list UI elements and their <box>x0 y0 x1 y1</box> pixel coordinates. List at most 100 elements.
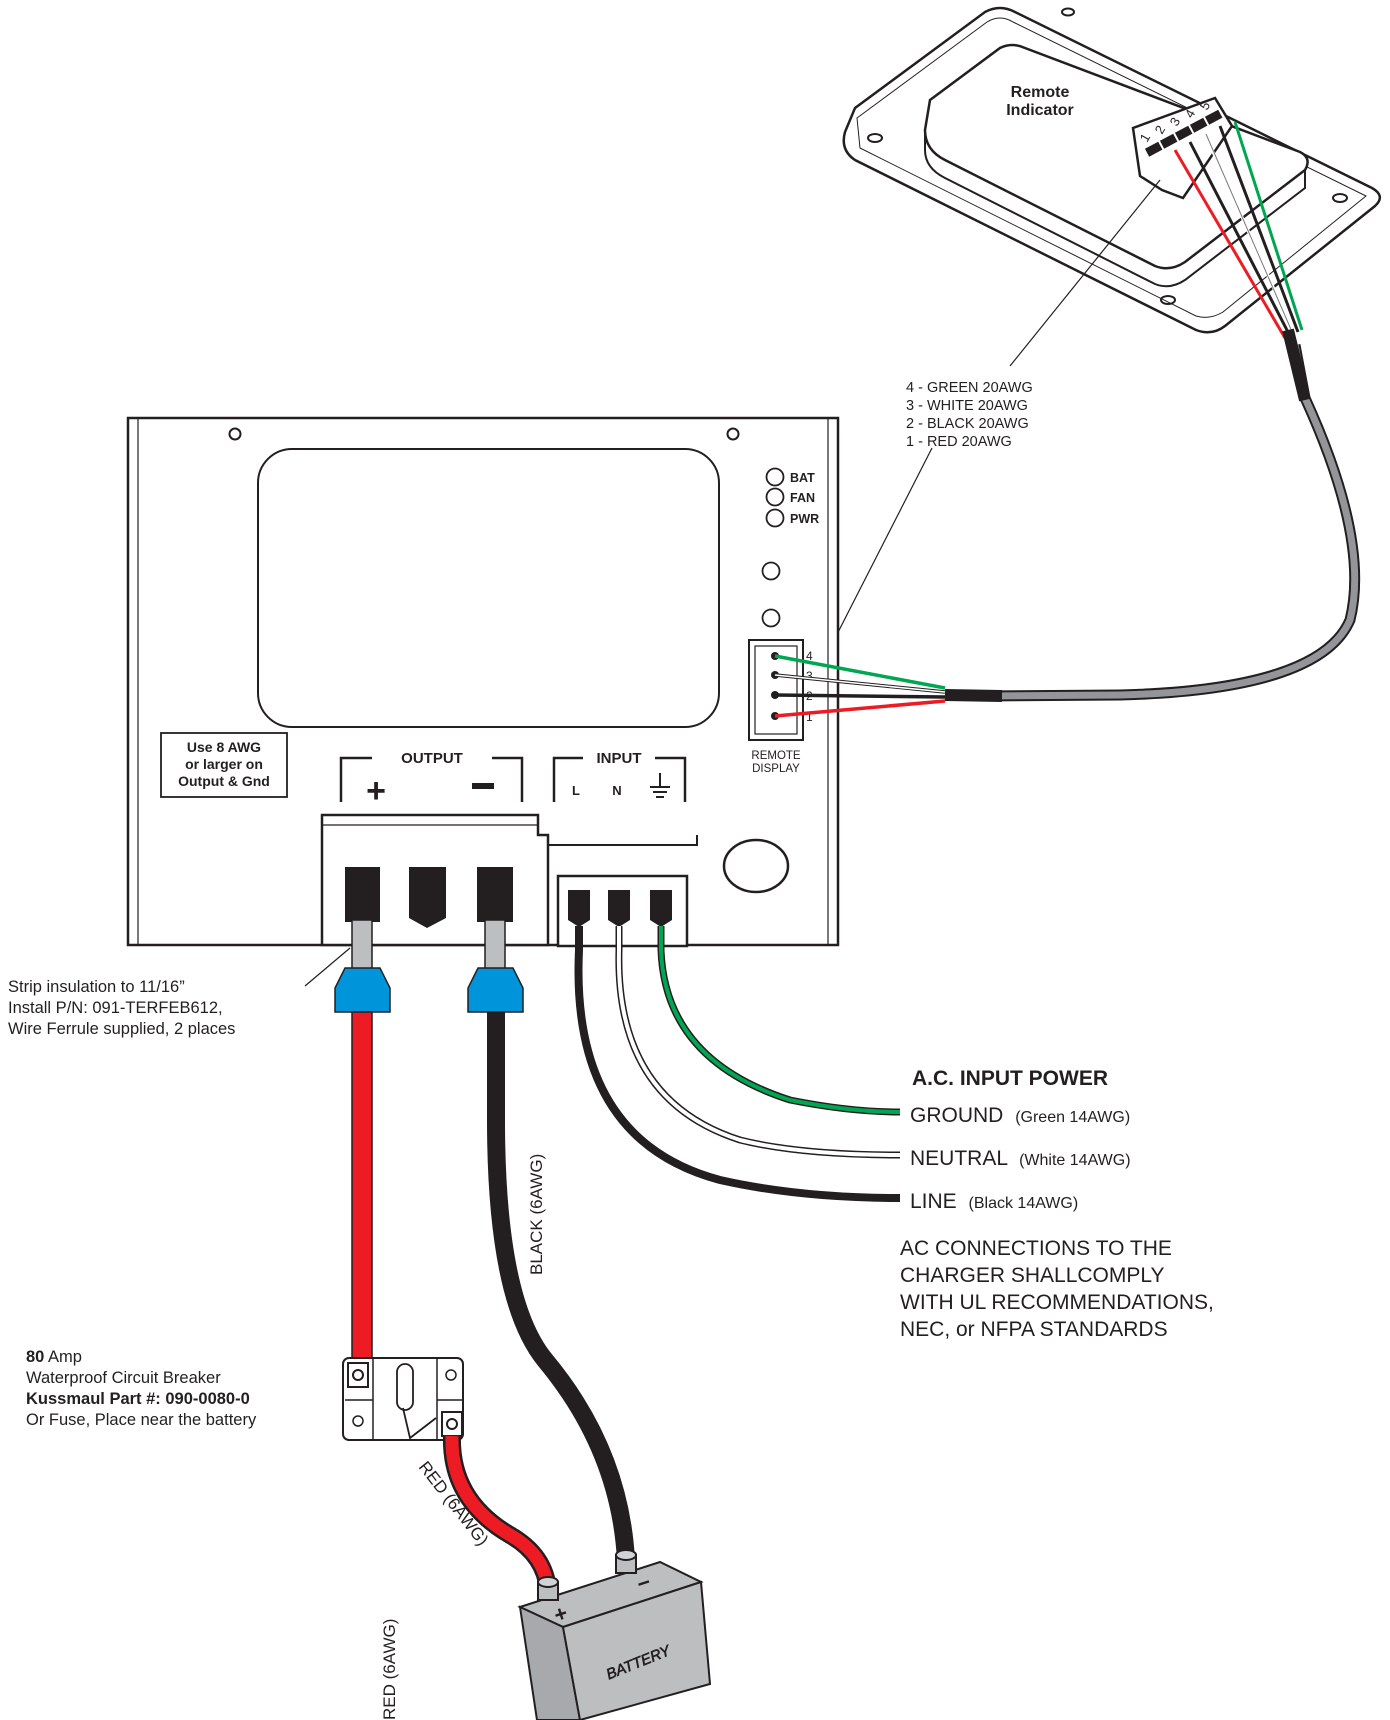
compliance-line: CHARGER SHALLCOMPLY <box>900 1264 1165 1287</box>
remote-indicator-wires <box>1173 121 1304 339</box>
led-indicator-icon <box>765 508 785 528</box>
compliance-line: AC CONNECTIONS TO THE <box>900 1237 1172 1260</box>
input-label: INPUT <box>597 750 642 767</box>
remote-pin-number: 4 <box>806 649 813 663</box>
wire-size-note: Use 8 AWG <box>187 739 261 755</box>
ground-wire <box>657 926 901 1116</box>
battery-front <box>518 1605 582 1720</box>
remote-display-label: REMOTE <box>751 750 801 762</box>
leader-line <box>829 447 933 649</box>
cable-sleeve <box>1282 328 1311 402</box>
breaker-part-number: Kussmaul Part #: 090-0080-0 <box>26 1390 250 1408</box>
black-wire-label: BLACK (6AWG) <box>527 1154 546 1275</box>
remote-display-label: DISPLAY <box>752 763 800 775</box>
ground-note: (Green 14AWG) <box>1015 1109 1130 1126</box>
cable-sleeve <box>944 689 1003 702</box>
remote-display-wires <box>774 654 946 718</box>
panel-hole <box>761 561 781 581</box>
line-note: (Black 14AWG) <box>969 1195 1079 1212</box>
wire-size-note-box <box>160 732 288 798</box>
black-negative-wire <box>487 1012 635 1561</box>
mounting-hole <box>867 133 883 143</box>
ferrule-note-line: Strip insulation to 11/16” <box>8 978 185 996</box>
red-wire-label: RED (6AWG) <box>380 1619 399 1720</box>
breaker-amp-unit: Amp <box>44 1348 82 1366</box>
remote-indicator-title: Indicator <box>1006 102 1074 119</box>
ferrule-note-line: Install P/N: 091-TERFEB612, <box>8 999 223 1017</box>
mounting-hole <box>1061 7 1075 17</box>
breaker-terminal <box>347 1362 369 1388</box>
output-bracket <box>339 756 524 802</box>
battery-side <box>561 1580 712 1720</box>
line-label: LINE (Black 14AWG) <box>910 1190 1078 1213</box>
led-label: BAT <box>790 471 815 485</box>
breaker-note-line: Waterproof Circuit Breaker <box>26 1369 221 1387</box>
knockout-hole <box>722 838 790 894</box>
remote-wire-line: 2 - BLACK 20AWG <box>906 416 1029 432</box>
compliance-line: WITH UL RECOMMENDATIONS, <box>900 1291 1214 1314</box>
breaker-note-line: Or Fuse, Place near the battery <box>26 1411 257 1429</box>
remote-wire-line: 1 - RED 20AWG <box>906 434 1012 450</box>
remote-indicator-connector <box>1131 96 1234 200</box>
status-leds: BAT FAN PWR <box>765 467 819 528</box>
ac-input-section: A.C. INPUT POWER GROUND (Green 14AWG) NE… <box>900 1067 1214 1341</box>
remote-display-connector: 4 3 2 1 <box>748 639 813 741</box>
wire-size-note: or larger on <box>185 756 263 772</box>
positive-ferrule <box>334 967 391 1013</box>
leader-line <box>304 947 351 987</box>
ground-label: GROUND (Green 14AWG) <box>910 1104 1130 1127</box>
ferrule-note: Strip insulation to 11/16” Install P/N: … <box>8 978 235 1038</box>
label-window <box>257 448 720 728</box>
output-wires <box>334 919 635 1561</box>
remote-pin-number: 3 <box>806 669 813 683</box>
ac-input-wires <box>574 926 901 1202</box>
neutral-label: NEUTRAL (White 14AWG) <box>910 1147 1131 1170</box>
remote-indicator: Remote Indicator 1 2 3 4 5 <box>842 6 1381 339</box>
compliance-line: NEC, or NFPA STANDARDS <box>900 1318 1168 1341</box>
neutral-note: (White 14AWG) <box>1019 1152 1130 1169</box>
leader-line <box>1009 179 1161 367</box>
led-label: PWR <box>790 512 819 526</box>
remote-pin-number: 1 <box>806 710 813 724</box>
ferrule-note-line: Wire Ferrule supplied, 2 places <box>8 1020 235 1038</box>
battery: + − BATTERY <box>517 1549 712 1720</box>
remote-indicator-title: Remote <box>1011 84 1070 101</box>
compliance-note: AC CONNECTIONS TO THE CHARGER SHALLCOMPL… <box>900 1237 1214 1341</box>
remote-wire-legend: 4 - GREEN 20AWG 3 - WHITE 20AWG 2 - BLAC… <box>906 380 1033 450</box>
ground-name: GROUND <box>910 1104 1003 1127</box>
connector-pins <box>1144 109 1223 157</box>
wire-size-note: Output & Gnd <box>178 773 270 789</box>
negative-ferrule-sleeve <box>484 919 506 973</box>
mounting-hole <box>228 427 242 441</box>
line-name: LINE <box>910 1190 957 1213</box>
line-wire <box>574 926 901 1202</box>
red-positive-wire <box>351 1011 373 1361</box>
ac-input-heading: A.C. INPUT POWER <box>912 1067 1108 1090</box>
input-line-label: L <box>572 783 580 798</box>
panel-hole <box>761 608 781 628</box>
circuit-breaker <box>342 1357 464 1441</box>
led-label: FAN <box>790 491 815 505</box>
positive-ferrule-sleeve <box>351 919 373 973</box>
led-indicator-icon <box>765 487 785 507</box>
neutral-name: NEUTRAL <box>910 1147 1007 1170</box>
mounting-hole <box>726 427 740 441</box>
breaker-terminal <box>441 1411 463 1437</box>
charger: BAT FAN PWR 4 3 2 1 REMOTE DISPLAY <box>126 416 946 948</box>
breaker-note: 80 Amp Waterproof Circuit Breaker Kussma… <box>26 1348 257 1429</box>
remote-wire-line: 4 - GREEN 20AWG <box>906 380 1033 396</box>
mounting-hole <box>1160 295 1176 305</box>
breaker-amp-value: 80 <box>26 1348 44 1366</box>
remote-wire-line: 3 - WHITE 20AWG <box>906 398 1028 414</box>
output-minus-sign <box>472 783 494 789</box>
output-plus-sign: + <box>366 772 386 810</box>
input-bracket <box>552 756 687 802</box>
breaker-amp: 80 Amp <box>26 1348 82 1366</box>
output-label: OUTPUT <box>401 750 463 767</box>
ground-symbol-icon <box>650 773 670 798</box>
mounting-hole <box>1332 193 1348 203</box>
input-neutral-label: N <box>612 783 621 798</box>
led-indicator-icon <box>765 467 785 487</box>
negative-ferrule <box>467 967 524 1013</box>
